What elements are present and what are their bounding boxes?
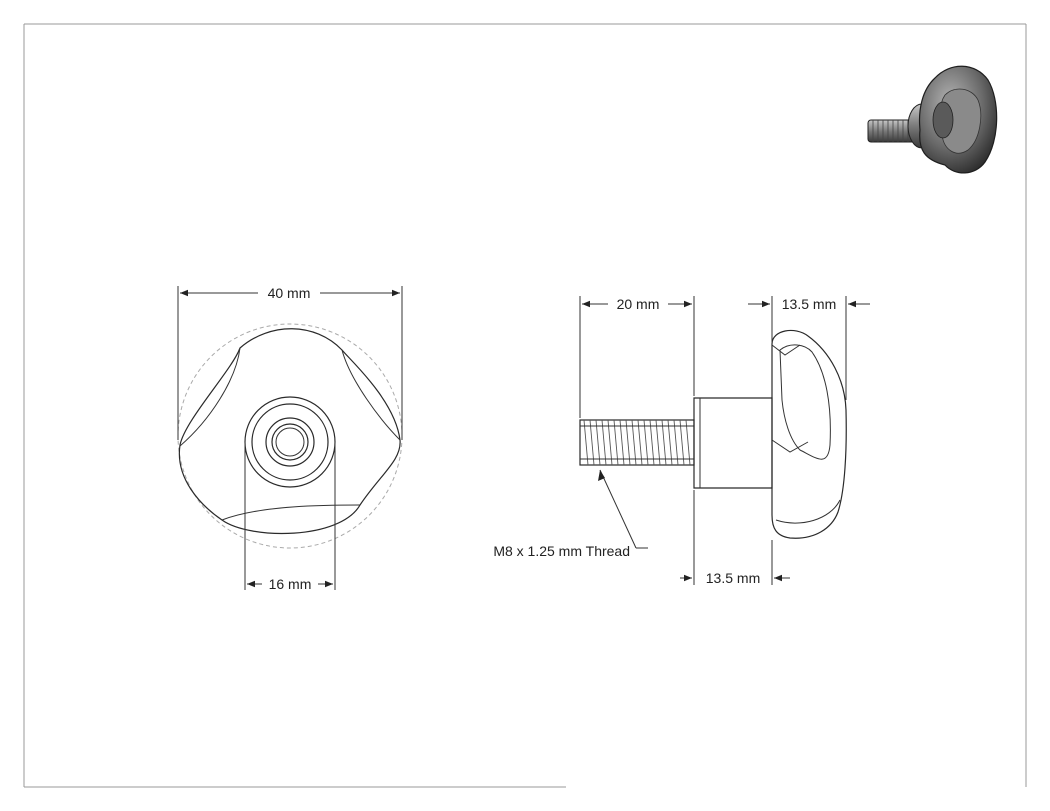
dim-knob-width-top: 13.5 mm: [748, 296, 870, 400]
thread-spec-label: M8 x 1.25 mm Thread: [493, 543, 630, 559]
hub-inner-ring: [265, 417, 315, 467]
dim-knob-width-top-label: 13.5 mm: [782, 296, 836, 312]
dim-hub-diameter: 16 mm: [244, 442, 336, 592]
isometric-knob-render-icon: [867, 65, 998, 174]
dim-knob-width-bottom: 13.5 mm: [680, 490, 790, 586]
dim-knob-width-bottom-label: 13.5 mm: [706, 570, 760, 586]
hub-side: [693, 397, 773, 489]
thread-callout: M8 x 1.25 mm Thread: [493, 469, 648, 559]
dim-thread-length: 20 mm: [579, 296, 695, 418]
knob-outline-front: [178, 328, 401, 535]
threaded-shaft: [579, 419, 695, 466]
dim-overall-diameter: 40 mm: [177, 285, 403, 440]
dim-hub-diameter-label: 16 mm: [269, 576, 312, 592]
phantom-outer-circle: [177, 323, 403, 549]
dim-thread-length-label: 20 mm: [617, 296, 660, 312]
dim-overall-diameter-label: 40 mm: [268, 285, 311, 301]
front-view: 40 mm 16 mm: [177, 285, 403, 592]
hub-outer-ring: [244, 396, 336, 488]
sheet-frame: [23, 23, 1027, 788]
knob-body-side: [771, 329, 847, 539]
side-view: 20 mm 13.5 mm 13.5 mm M8 x 1.25 mm Threa…: [493, 296, 870, 586]
isometric-preview: [867, 65, 998, 174]
bolt-end-ring: [271, 423, 309, 461]
hub-mid-ring: [251, 403, 329, 481]
